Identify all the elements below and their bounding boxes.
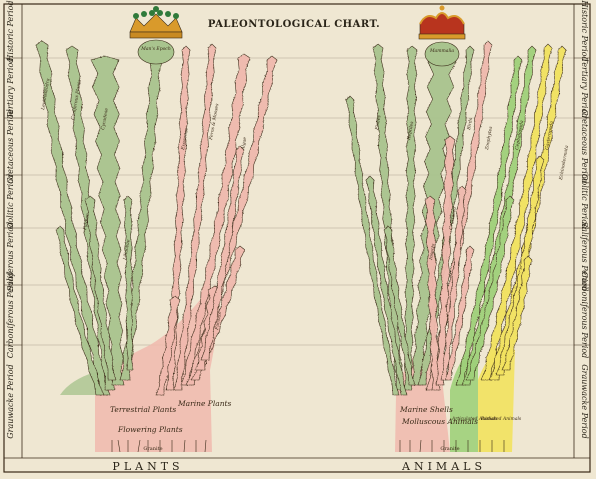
animals-granite-label: Granite [440,446,459,452]
plants-terrestrial-label: Terrestrial Plants [110,405,176,414]
chart-title: PALEONTOLOGICAL CHART. [208,19,380,30]
period-label: Grauwacke Period [6,364,15,438]
period-label: Historic Period [580,0,589,62]
plants-marine-label: Marine Plants [177,399,232,408]
animals-bottom-label: ANIMALS [401,460,486,473]
period-label: Historic Period [6,0,15,62]
plants-flowering-label: Flowering Plants [117,425,183,434]
period-label: Oolitic Period [6,174,15,229]
period-label: Cretaceous Period [6,109,15,184]
animals-crown-label: Mammalia [429,48,454,54]
animals-radiated-label: Radiated Animals [480,416,522,422]
plants-crown-label: Man's Epoch [140,46,171,52]
period-label: Carboniferous Period [6,272,15,359]
animals-marine-label: Marine Shells [399,405,453,414]
period-label: Cretaceous Period [580,109,589,184]
period-label: Carboniferous Period [580,272,589,359]
plants-granite-label: Granite [143,446,162,452]
plants-crown-cup [138,40,174,64]
period-label: Grauwacke Period [580,364,589,438]
plants-bottom-label: PLANTS [112,460,183,473]
animals-crown-cup [425,42,459,66]
